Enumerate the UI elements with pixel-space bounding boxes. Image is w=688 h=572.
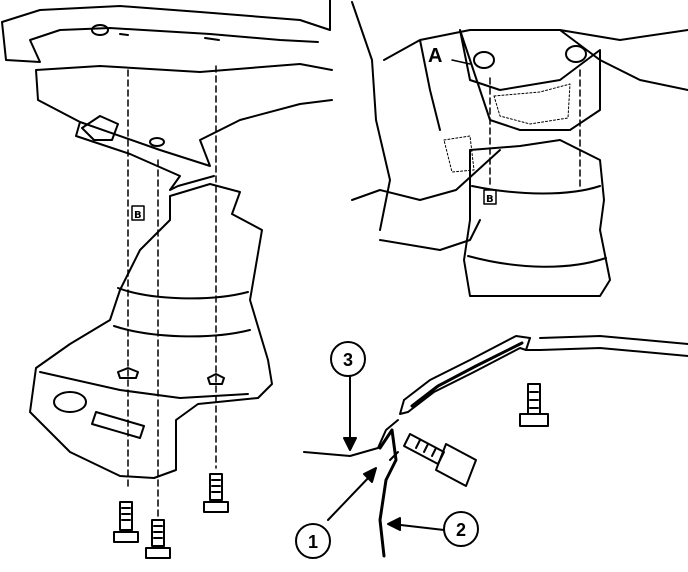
right-shield-contour	[471, 185, 601, 195]
panel-section	[303, 419, 399, 457]
angled-bolt	[403, 433, 477, 487]
callout-leader-1	[327, 473, 373, 521]
callout-number: 3	[343, 350, 353, 370]
shield-contour	[117, 287, 249, 300]
callout-number: 1	[308, 532, 318, 552]
rail-hole	[149, 137, 165, 147]
right-shield-contour	[467, 255, 607, 268]
right-shield	[463, 139, 611, 297]
bracket-section	[403, 335, 531, 413]
callout-arrow-1	[363, 467, 377, 483]
shield-nut	[207, 373, 225, 385]
bracket-end	[399, 399, 409, 415]
callout-arrow-2	[387, 517, 401, 531]
bolt-center	[145, 519, 171, 559]
callout-2: 2	[443, 511, 479, 547]
support-member	[459, 29, 601, 131]
right-view: A B	[351, 1, 688, 297]
inner-fender	[383, 29, 688, 131]
panel-slot	[204, 37, 220, 41]
view-letter: A	[428, 45, 442, 67]
shield-hole-slot	[91, 411, 145, 439]
mount-bolt	[473, 51, 495, 69]
right-view-tag-box	[483, 189, 497, 205]
callout-number: 2	[456, 520, 466, 540]
callout-1: 1	[295, 523, 331, 559]
bolt-right	[203, 473, 229, 513]
shield-contour	[113, 325, 251, 338]
left-view-tag: B	[134, 210, 142, 221]
upper-body-panel	[1, 0, 331, 63]
vertical-bolt	[519, 383, 549, 427]
panel-section	[378, 428, 398, 558]
callout-3: 3	[330, 341, 366, 377]
callout-arrow-3	[343, 437, 357, 451]
right-view-tag: B	[486, 194, 494, 205]
shaded-area	[443, 135, 475, 173]
left-view: B	[1, 0, 333, 559]
leader-line	[451, 59, 471, 65]
panel-hole	[91, 24, 109, 36]
splash-shield	[29, 183, 273, 479]
panel-slot	[119, 33, 129, 36]
mount-bolt	[565, 45, 587, 63]
bolt-left	[113, 501, 139, 543]
shield-hole-round	[53, 391, 87, 413]
frame-rail	[35, 63, 333, 191]
rail-bracket	[81, 115, 119, 141]
shield-flange	[39, 371, 249, 399]
shaded-area	[493, 83, 571, 125]
bracket-section	[410, 341, 524, 408]
panel-section	[389, 451, 399, 461]
left-view-tag-box	[131, 205, 145, 221]
upper-flange	[525, 335, 688, 357]
shield-nut	[117, 367, 139, 379]
section-detail: 3 1 2	[295, 335, 688, 559]
